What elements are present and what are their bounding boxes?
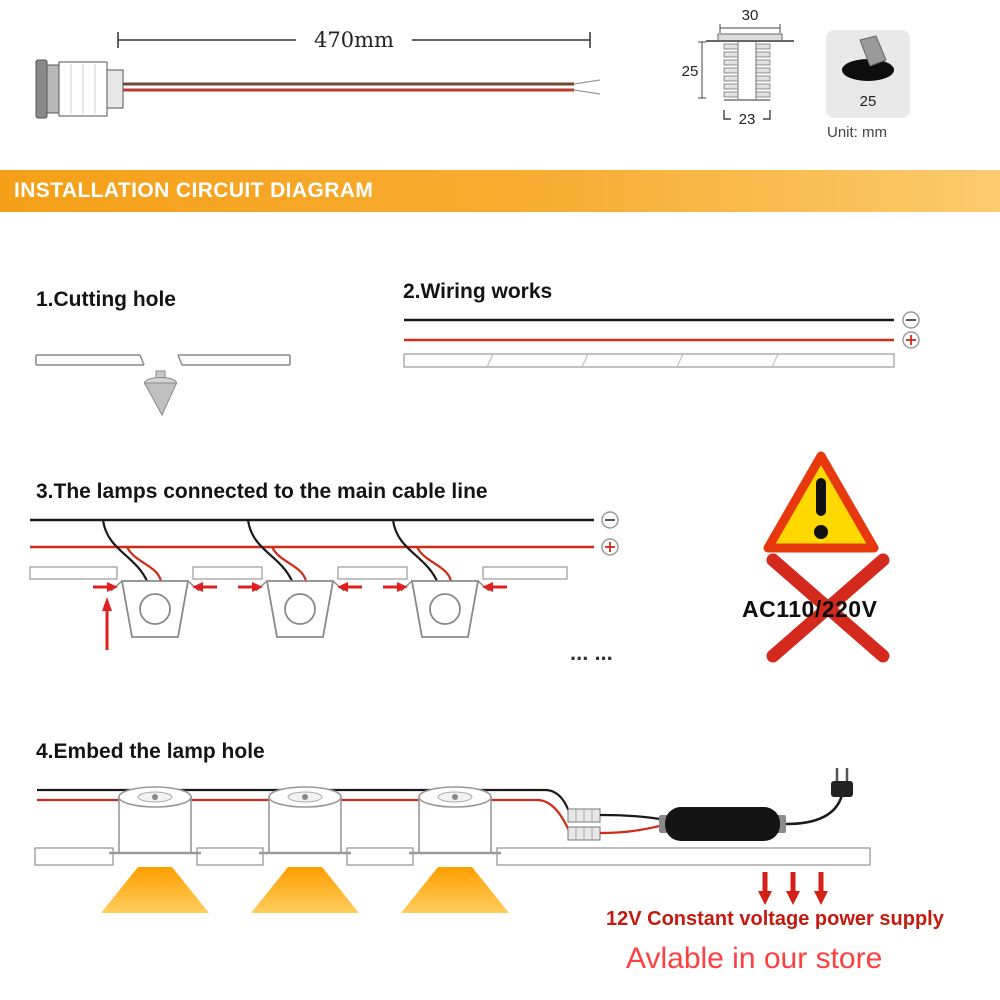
- driver-input-wire-negative: [599, 813, 666, 822]
- forbidden-cross-icon: [766, 553, 890, 663]
- terminal-blocks: [567, 808, 601, 841]
- embedded-lamp: [259, 786, 351, 855]
- polarity-minus-icon: [601, 511, 619, 529]
- drill-bit-icon: [143, 370, 178, 417]
- power-plug-icon: [831, 768, 853, 797]
- lamp-cable: [123, 79, 601, 95]
- recessed-lamp: [101, 519, 200, 638]
- dim-left-bracket: [698, 41, 706, 99]
- warning-triangle-icon: [763, 451, 879, 553]
- light-beams: [101, 867, 509, 913]
- banner-title: INSTALLATION CIRCUIT DIAGRAM: [14, 179, 374, 202]
- wiring-board: [403, 353, 895, 368]
- step1-heading: 1.Cutting hole: [36, 288, 176, 311]
- voltage-warning-label: AC110/220V: [742, 596, 878, 622]
- driver-input-wire-positive: [599, 823, 666, 835]
- dim-bottom-bracket: [723, 110, 771, 120]
- step2-heading: 2.Wiring works: [403, 280, 553, 303]
- hole-cutout-icon: 25: [842, 35, 894, 110]
- cutting-hole-drawing: [35, 354, 291, 417]
- dim-height: 25: [682, 63, 699, 80]
- polarity-plus-icon: [902, 331, 920, 349]
- step3-heading: 3.The lamps connected to the main cable …: [36, 480, 488, 503]
- store-availability-label: Avlable in our store: [626, 942, 883, 975]
- section-banner: INSTALLATION CIRCUIT DIAGRAM: [0, 170, 1000, 212]
- embedded-lamp: [109, 786, 201, 855]
- ceiling-board: [34, 847, 871, 866]
- cable-dimension: [117, 32, 591, 48]
- mini-lamp-icon: [35, 59, 124, 119]
- lamp-cross-section: [706, 33, 794, 101]
- continuation-dots: ... ...: [570, 640, 613, 665]
- embedded-lamps-drawing: [34, 768, 871, 913]
- recessed-lamp: [391, 519, 490, 638]
- polarity-plus-icon: [601, 538, 619, 556]
- lamp-cable-drawing: 470mm: [35, 28, 601, 119]
- unit-label: Unit: mm: [827, 124, 887, 141]
- ceiling-board: [29, 566, 568, 580]
- hole-diameter-label: 25: [860, 93, 877, 110]
- dim-top-bracket: [719, 24, 781, 33]
- step4-heading: 4.Embed the lamp hole: [36, 740, 265, 763]
- power-supply-arrows: [758, 872, 828, 905]
- led-driver: [659, 807, 786, 841]
- plug-cord: [785, 794, 844, 826]
- hole-cutout-card: 25: [826, 30, 910, 118]
- power-supply-label: 12V Constant voltage power supply: [606, 908, 944, 930]
- cable-length-label: 470mm: [314, 28, 394, 52]
- polarity-minus-icon: [902, 311, 920, 329]
- embedded-lamp: [409, 786, 501, 855]
- dim-width-top: 30: [742, 7, 759, 24]
- lamps-connection-drawing: ... ...: [29, 511, 619, 665]
- wiring-works-drawing: [403, 311, 920, 368]
- lamp-dimension-drawing: 30 25: [682, 7, 794, 128]
- board-with-hole: [35, 354, 291, 366]
- insert-direction-arrows: [93, 582, 507, 650]
- dim-width-bottom: 23: [739, 111, 756, 128]
